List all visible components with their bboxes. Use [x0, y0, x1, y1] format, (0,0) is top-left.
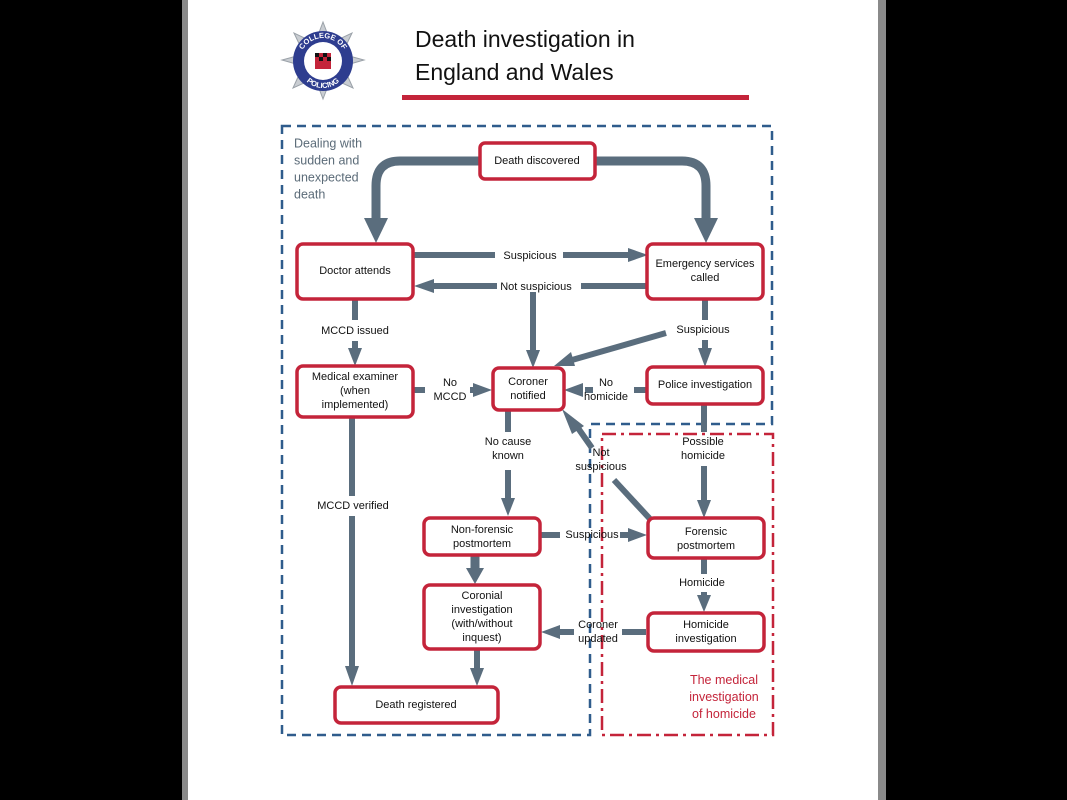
node-label-medical-examiner: (when	[340, 385, 370, 397]
zone-label-line: Dealing with	[294, 137, 362, 151]
page-border-right	[878, 0, 886, 800]
edge-label-no-cause-known: known	[492, 450, 524, 462]
edge-label-mccd-verified: MCCD verified	[317, 500, 389, 512]
edge-label-homicide: Homicide	[679, 577, 725, 589]
node-label-coronial-investigation: investigation	[451, 604, 512, 616]
node-label-coronial-investigation: inquest)	[462, 632, 501, 644]
node-box-doctor-attends	[295, 242, 415, 301]
svg-text:POLICING: POLICING	[305, 76, 341, 90]
node-box-police-investigation	[645, 365, 765, 406]
node-box-homicide-investigation	[646, 611, 766, 653]
node-label-coronial-investigation: (with/without	[451, 618, 512, 630]
edge-label-no-homicide: homicide	[584, 391, 628, 403]
edge-label-no-homicide: No	[599, 377, 613, 389]
logo-text-bottom: POLICING	[305, 76, 341, 90]
node-box-medical-examiner	[295, 364, 415, 419]
edge-label-suspicious-top: Suspicious	[503, 250, 557, 262]
zone-label-line: sudden and	[294, 154, 359, 168]
node-box-coronial-investigation	[422, 583, 542, 651]
edge-label-mccd-issued: MCCD issued	[321, 325, 389, 337]
edge-label-not-suspicious-diag: suspicious	[575, 461, 627, 473]
page-border-left	[182, 0, 188, 800]
homicide-zone-label: The medical investigation of homicide	[689, 673, 759, 721]
node-box-death-registered	[333, 685, 500, 725]
title-line-2: England and Wales	[415, 59, 614, 85]
node-box-non-forensic-postmortem	[422, 516, 542, 557]
zone-label-line: investigation	[689, 690, 759, 704]
node-label-forensic-postmortem: postmortem	[677, 540, 735, 552]
node-label-death-registered: Death registered	[375, 699, 456, 711]
node-label-doctor-attends: Doctor attends	[319, 265, 391, 277]
zone-label-line: The medical	[690, 673, 758, 687]
arrowhead	[694, 218, 718, 243]
arrowhead	[364, 218, 388, 243]
edge-label-not-suspicious-diag: Not	[592, 447, 609, 459]
edge-label-no-cause-known: No cause	[485, 436, 531, 448]
node-label-police-investigation: Police investigation	[658, 379, 752, 391]
node-box-forensic-postmortem	[646, 516, 766, 560]
node-label-homicide-investigation: Homicide	[683, 619, 729, 631]
node-label-coroner-notified: notified	[510, 390, 545, 402]
title-underline	[402, 95, 749, 100]
edge-label-possible-homicide: homicide	[681, 450, 725, 462]
flow-arrows	[345, 156, 718, 686]
node-label-forensic-postmortem: Forensic	[685, 526, 728, 538]
node-label-emergency-services: Emergency services	[655, 258, 755, 270]
sudden-death-zone-label: Dealing with sudden and unexpected death	[294, 137, 362, 202]
node-label-non-forensic-postmortem: Non-forensic	[451, 524, 514, 536]
node-label-medical-examiner: implemented)	[322, 399, 389, 411]
node-label-emergency-services: called	[691, 272, 720, 284]
zone-label-line: of homicide	[692, 707, 756, 721]
node-label-medical-examiner: Medical examiner	[312, 371, 399, 383]
node-box-death-discovered	[478, 141, 597, 181]
zone-label-line: unexpected	[294, 171, 359, 185]
edge-label-coroner-updated: Coroner	[578, 619, 618, 631]
node-box-coroner-notified	[491, 366, 566, 412]
college-of-policing-logo: COLLEGE OF POLICING	[280, 20, 366, 101]
arrow-to-emergency	[595, 156, 711, 220]
edge-label-no-mccd: MCCD	[434, 391, 467, 403]
node-label-coronial-investigation: Coronial	[462, 590, 503, 602]
title-line-1: Death investigation in	[415, 26, 635, 52]
node-box-emergency-services	[645, 242, 765, 301]
arrow-to-doctor	[371, 156, 480, 220]
edge-label-coroner-updated: updated	[578, 633, 618, 645]
node-label-non-forensic-postmortem: postmortem	[453, 538, 511, 550]
edge-label-possible-homicide: Possible	[682, 436, 724, 448]
edge-label-suspicious-mid: Suspicious	[565, 529, 619, 541]
node-label-coroner-notified: Coroner	[508, 376, 548, 388]
edge-label-no-mccd: No	[443, 377, 457, 389]
node-label-homicide-investigation: investigation	[675, 633, 736, 645]
edge-label-suspicious-right: Suspicious	[676, 324, 730, 336]
node-label-death-discovered: Death discovered	[494, 155, 580, 167]
zone-label-line: death	[294, 188, 325, 202]
edge-label-not-suspicious-top: Not suspicious	[500, 281, 572, 293]
homicide-zone	[600, 432, 775, 737]
